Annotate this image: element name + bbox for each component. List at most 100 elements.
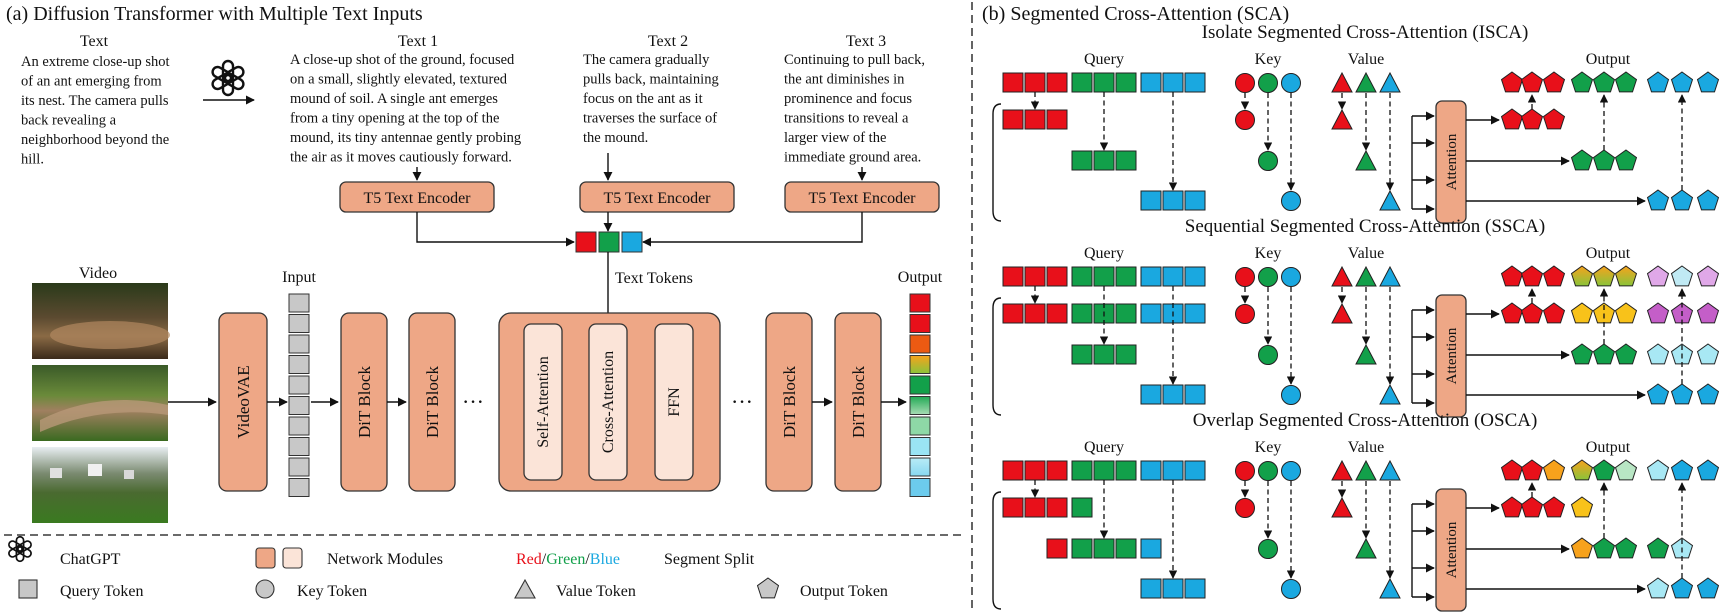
key-token (1235, 304, 1255, 324)
text-line: An extreme close-up shot (21, 54, 170, 70)
output-token (1670, 71, 1694, 93)
output-token (909, 457, 931, 477)
section-title: Isolate Segmented Cross-Attention (ISCA) (1202, 22, 1529, 43)
query-token (1046, 538, 1068, 559)
output-token (1696, 459, 1720, 481)
output-token (1570, 496, 1594, 518)
key-token (1281, 461, 1301, 481)
output-token-column (909, 293, 931, 497)
output-token (909, 375, 931, 395)
query-token (1002, 72, 1024, 93)
output-token (1646, 537, 1670, 559)
output-token (1520, 108, 1544, 130)
key-token (1281, 385, 1301, 405)
ellipsis-2: ··· (731, 389, 753, 414)
query-token (1115, 460, 1137, 481)
panel-a-title: (a) Diffusion Transformer with Multiple … (6, 3, 423, 25)
value-label: Value (1348, 439, 1384, 456)
query-token (1162, 72, 1184, 93)
brace (992, 103, 1002, 222)
output-token (1500, 496, 1524, 518)
text-line: pulls back, maintaining (583, 72, 719, 88)
panel-b-sections: Isolate Segmented Cross-Attention (ISCA)… (992, 22, 1720, 612)
output-label: Output (1586, 245, 1631, 262)
query-token (1140, 266, 1162, 287)
output-token (1570, 302, 1594, 324)
text-line: focus on the ant as it (583, 91, 703, 107)
query-token (1184, 266, 1206, 287)
query-token (1093, 344, 1115, 365)
query-token (1071, 538, 1093, 559)
text1-heading: Text 1 (398, 33, 438, 50)
legend-value-icon (514, 578, 536, 599)
svg-text:Self-Attention: Self-Attention (535, 356, 552, 448)
svg-text:T5 Text Encoder: T5 Text Encoder (809, 190, 917, 207)
svg-text:Cross-Attention: Cross-Attention (600, 351, 617, 453)
value-token (1331, 108, 1353, 130)
query-token (1002, 497, 1024, 518)
enc3-to-tokens (642, 212, 863, 247)
legend-segment-split: Segment Split (664, 551, 755, 568)
query-token (1184, 384, 1206, 405)
query-token (1071, 150, 1093, 171)
legend-query-icon (18, 579, 38, 599)
query-token (1046, 266, 1068, 287)
legend-module-icon (255, 547, 276, 569)
value-token (1355, 149, 1377, 171)
text-token-blue (621, 231, 643, 253)
query-label: Query (1084, 245, 1124, 262)
query-token (1024, 460, 1046, 481)
text-tokens-label: Text Tokens (615, 270, 693, 287)
text2-heading: Text 2 (648, 33, 688, 50)
output-token (1542, 459, 1566, 481)
svg-text:DiT Block: DiT Block (355, 366, 374, 438)
key-label: Key (1255, 245, 1282, 262)
output-token (1646, 383, 1670, 405)
attention-module: Attention (1435, 100, 1467, 224)
output-token (1570, 343, 1594, 365)
output-token (909, 437, 931, 456)
input-token (288, 334, 310, 354)
input-token (288, 355, 310, 374)
query-token (1046, 109, 1068, 130)
key-token (1258, 267, 1278, 287)
output-token (1696, 189, 1720, 211)
query-token (1093, 460, 1115, 481)
query-token (1115, 72, 1137, 93)
value-token (1355, 71, 1377, 93)
query-token (1071, 72, 1093, 93)
self-attention-module: Self-Attention (523, 323, 563, 481)
query-token (1140, 578, 1162, 599)
key-token (1281, 73, 1301, 93)
input-token (288, 293, 310, 313)
value-token (1331, 265, 1353, 287)
input-token (288, 416, 310, 436)
query-token (1002, 266, 1024, 287)
text-heading: Text (80, 33, 109, 50)
enc1-to-tokens (416, 212, 575, 247)
svg-text:Attention: Attention (1444, 521, 1460, 578)
video-frame-2 (32, 365, 168, 441)
output-token (1696, 71, 1720, 93)
query-token (1162, 578, 1184, 599)
legend-output-icon (756, 577, 780, 599)
output-token (909, 293, 931, 313)
dit-block-2: DiT Block (408, 312, 456, 492)
output-token (1592, 149, 1616, 171)
value-token (1379, 459, 1401, 481)
query-token (1184, 460, 1206, 481)
input-token (288, 375, 310, 395)
output-token (1614, 459, 1638, 481)
chatgpt-logo-icon (211, 59, 245, 97)
svg-text:DiT Block: DiT Block (849, 366, 868, 438)
text1-body: A close-up shot of the ground, focusedon… (290, 52, 521, 166)
output-token (1670, 189, 1694, 211)
output-token (1520, 302, 1544, 324)
output-token (1696, 577, 1720, 599)
query-token (1024, 303, 1046, 324)
key-token (1235, 110, 1255, 130)
output-token (1614, 343, 1638, 365)
output-token (1614, 71, 1638, 93)
text-line: on a small, slightly elevated, textured (290, 72, 508, 88)
query-token (1140, 72, 1162, 93)
